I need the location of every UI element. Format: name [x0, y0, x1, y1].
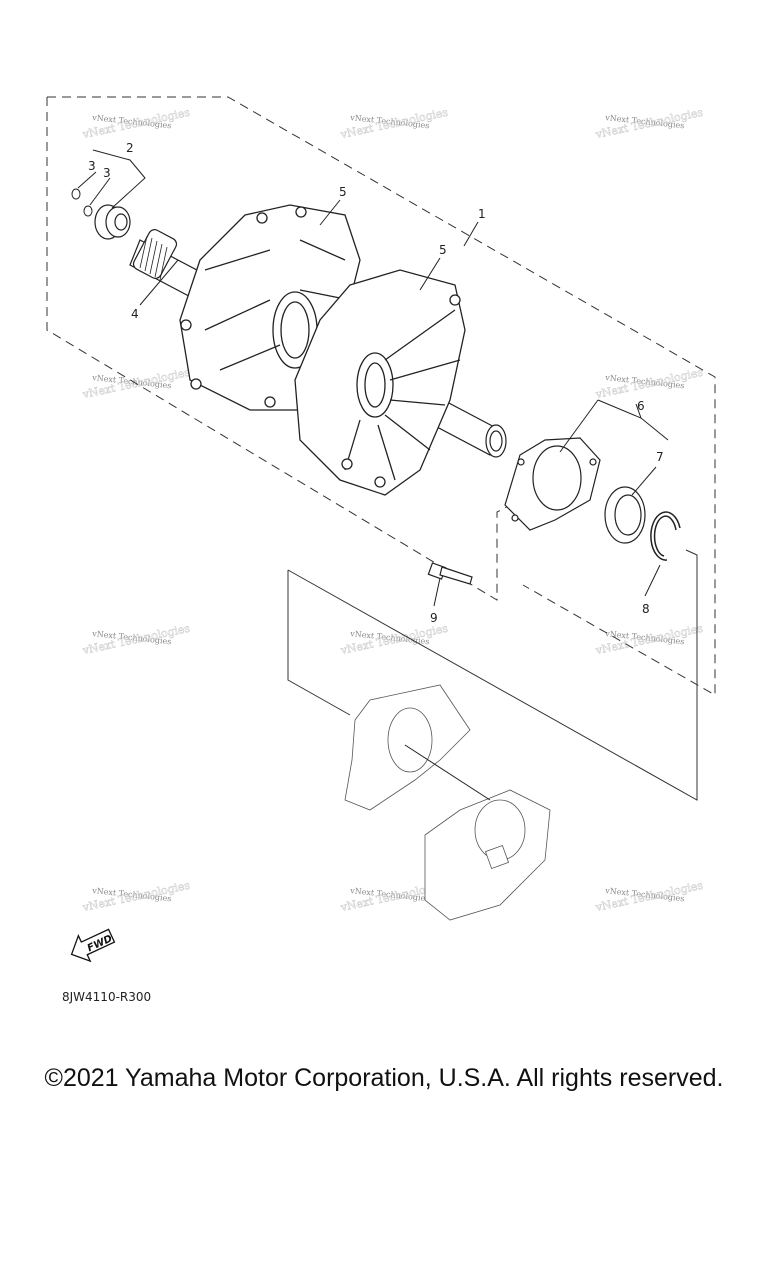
copyright-notice: ©2021 Yamaha Motor Corporation, U.S.A. A… — [44, 1064, 724, 1092]
reference-brake-bracket — [344, 684, 551, 921]
watermark-outline: vNext Technologies — [81, 106, 192, 142]
watermark-outline: vNext Technologies — [594, 366, 705, 402]
watermark-outline: vNext Technologies — [339, 106, 450, 142]
watermark-outline: vNext Technologies — [594, 879, 705, 915]
figure-code: 8JW4110-R300 — [62, 990, 152, 1004]
part-2-seal — [94, 204, 131, 240]
callout-8: 8 — [642, 602, 650, 616]
callout-1: 1 — [478, 207, 486, 221]
watermark-outline: vNext Technologies — [81, 879, 192, 915]
leader-lines — [77, 149, 669, 801]
callout-9: 9 — [430, 611, 438, 625]
callout-3b: 3 — [103, 166, 111, 180]
callout-4: 4 — [131, 307, 139, 321]
callout-6: 6 — [637, 399, 645, 413]
callout-labels: 1 2 3 3 4 5 5 6 7 8 9 — [88, 141, 664, 625]
fwd-arrow-icon: FWD — [70, 928, 116, 963]
callout-5a: 5 — [339, 185, 347, 199]
parts-diagram: vNext Technologies vNext Technologies vNex… — [46, 96, 716, 963]
part-3-caps — [71, 188, 93, 217]
watermark-outline: vNext Technologies — [594, 622, 705, 658]
reference-boundary — [287, 549, 698, 801]
assembly-boundary — [46, 96, 716, 696]
part-9-bolt — [427, 562, 473, 585]
watermark-outline: vNext Technologies — [594, 106, 705, 142]
watermark-outline: vNext Technologies — [81, 622, 192, 658]
part-5-sprocket-rear — [294, 269, 466, 496]
callout-3a: 3 — [88, 159, 96, 173]
callout-7: 7 — [656, 450, 664, 464]
part-8-circlip — [650, 511, 681, 561]
callout-2: 2 — [126, 141, 134, 155]
callout-5b: 5 — [439, 243, 447, 257]
part-6-bearing-housing — [504, 437, 601, 531]
part-7-oil-seal — [604, 486, 646, 544]
